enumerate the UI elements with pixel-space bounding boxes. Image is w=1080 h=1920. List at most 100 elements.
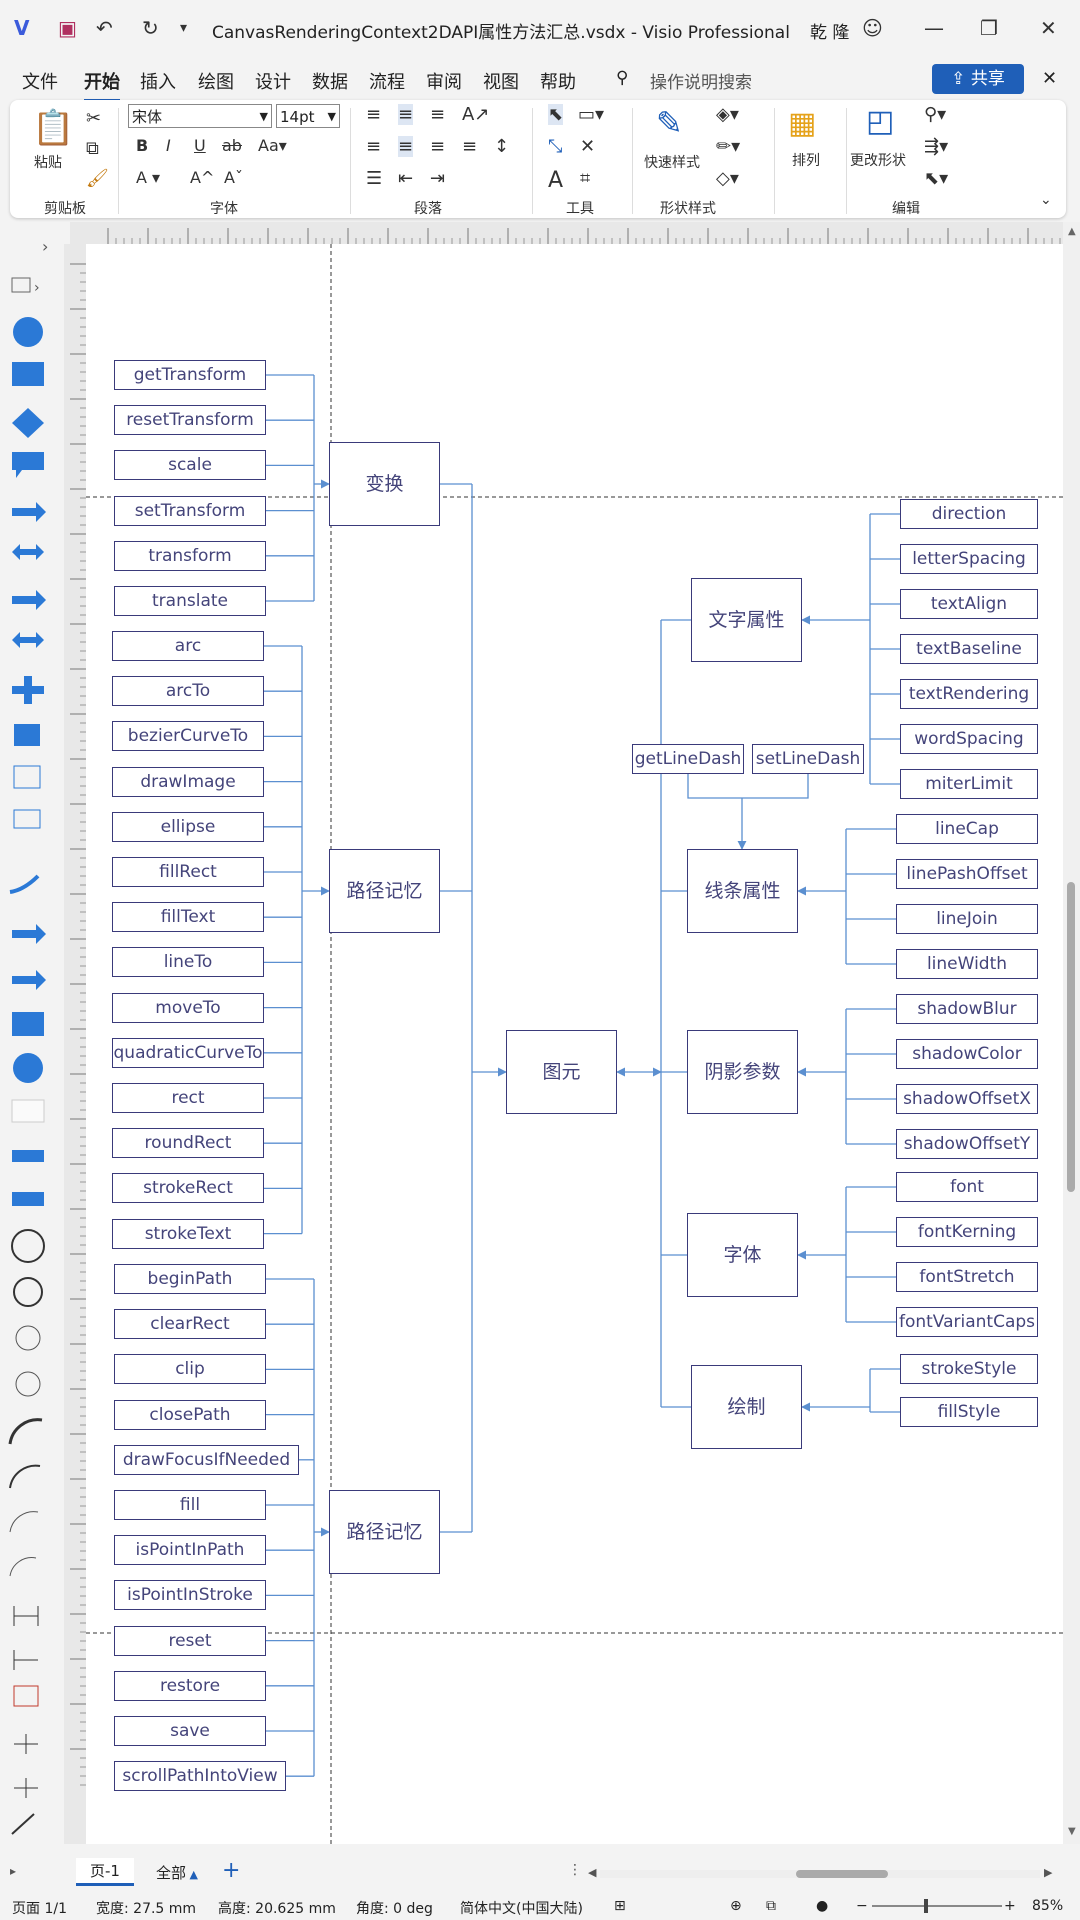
horizontal-ruler[interactable] — [70, 222, 1063, 245]
property-node-wordSpacing[interactable]: wordSpacing — [900, 724, 1038, 754]
zoom-in-icon[interactable]: + — [1004, 1898, 1016, 1914]
redo-icon[interactable]: ↻ — [142, 16, 159, 40]
status-page[interactable]: 页面 1/1 — [12, 1901, 67, 1917]
property-node-setLineDash[interactable]: setLineDash — [752, 744, 864, 774]
tab-view[interactable]: 视图 — [483, 72, 519, 93]
underline-icon[interactable]: U — [194, 136, 206, 155]
tab-design[interactable]: 设计 — [255, 72, 291, 93]
method-node-arcTo[interactable]: arcTo — [112, 676, 264, 707]
font-size-select[interactable]: 14pt▼ — [276, 104, 340, 128]
align-left-icon[interactable]: ≡ — [366, 136, 382, 157]
pointer-tool-icon[interactable]: ⬉ — [548, 104, 564, 125]
save-icon[interactable]: ▣ — [58, 16, 77, 40]
group-node-2[interactable]: 路径记忆 — [329, 1490, 440, 1574]
rectangle-tool-icon[interactable]: ▭▾ — [578, 104, 605, 125]
change-shape-icon[interactable]: ◰ — [866, 104, 895, 139]
method-node-beginPath[interactable]: beginPath — [114, 1264, 266, 1294]
italic-icon[interactable]: I — [166, 136, 171, 155]
method-node-rect[interactable]: rect — [112, 1083, 264, 1113]
method-node-closePath[interactable]: closePath — [114, 1399, 266, 1430]
bullets-icon[interactable]: ☰ — [366, 168, 383, 189]
group-node-0[interactable]: 变换 — [329, 442, 440, 526]
property-node-lineJoin[interactable]: lineJoin — [896, 904, 1038, 934]
group-node-right-1[interactable]: 线条属性 — [687, 849, 798, 933]
justify-icon[interactable]: ≡ — [462, 136, 478, 157]
center-node[interactable]: 图元 — [506, 1030, 617, 1114]
tab-process[interactable]: 流程 — [369, 72, 405, 93]
format-painter-icon[interactable]: 🖌 — [86, 168, 109, 189]
property-node-shadowOffsetX[interactable]: shadowOffsetX — [896, 1084, 1038, 1114]
minimize-icon[interactable]: — — [924, 16, 944, 40]
restore-icon[interactable]: ❐ — [980, 16, 998, 40]
customize-toolbar-icon[interactable]: ▾ — [180, 20, 188, 36]
page-tab[interactable]: 页-1 — [76, 1858, 134, 1886]
copy-icon[interactable]: ⧉ — [86, 138, 99, 159]
group-node-right-2[interactable]: 阴影参数 — [687, 1030, 798, 1114]
method-node-clip[interactable]: clip — [114, 1354, 266, 1385]
tab-draw[interactable]: 绘图 — [198, 72, 234, 93]
change-shape-label[interactable]: 更改形状 — [850, 153, 906, 169]
scroll-left-icon[interactable]: ◀ — [588, 1866, 597, 1879]
method-node-fillText[interactable]: fillText — [112, 902, 264, 933]
quick-styles-icon[interactable]: ✎ — [656, 104, 683, 142]
text-direction-icon[interactable]: A↗ — [462, 104, 490, 125]
method-node-roundRect[interactable]: roundRect — [112, 1128, 264, 1159]
text-tool-icon[interactable]: A — [548, 168, 564, 193]
scroll-down-icon[interactable]: ▼ — [1068, 1826, 1076, 1837]
more-options-icon[interactable]: ⋮ — [568, 1862, 582, 1878]
method-node-isPointInPath[interactable]: isPointInPath — [114, 1535, 266, 1566]
quick-styles-label[interactable]: 快速样式 — [644, 155, 700, 171]
property-node-fillStyle[interactable]: fillStyle — [900, 1397, 1038, 1427]
method-node-drawImage[interactable]: drawImage — [112, 766, 264, 797]
scroll-up-icon[interactable]: ▲ — [1068, 226, 1076, 237]
method-node-transform[interactable]: transform — [114, 540, 266, 571]
method-node-lineTo[interactable]: lineTo — [112, 947, 264, 978]
paste-icon[interactable]: 📋 — [32, 108, 75, 148]
property-node-shadowBlur[interactable]: shadowBlur — [896, 994, 1038, 1024]
zoom-level[interactable]: 85% — [1032, 1898, 1064, 1914]
method-node-fill[interactable]: fill — [114, 1490, 266, 1520]
tab-home[interactable]: 开始 — [84, 68, 120, 102]
tab-insert[interactable]: 插入 — [140, 72, 176, 93]
tab-file[interactable]: 文件 — [22, 72, 58, 93]
cut-icon[interactable]: ✂ — [86, 108, 102, 129]
add-page-icon[interactable]: + — [222, 1858, 241, 1883]
all-pages-button[interactable]: 全部 ▲ — [156, 1862, 198, 1883]
decrease-font-icon[interactable]: Aˇ — [224, 168, 243, 187]
method-node-translate[interactable]: translate — [114, 586, 266, 616]
vertical-ruler[interactable] — [64, 244, 87, 1844]
effects-icon[interactable]: ◇▾ — [716, 168, 739, 189]
share-button[interactable]: ⇪ 共享 — [932, 64, 1024, 94]
find-icon[interactable]: ⚲▾ — [924, 104, 947, 125]
font-name-select[interactable]: 宋体▼ — [128, 104, 272, 128]
zoom-out-icon[interactable]: − — [856, 1898, 868, 1914]
property-node-shadowColor[interactable]: shadowColor — [896, 1039, 1038, 1069]
increase-font-icon[interactable]: A^ — [190, 168, 215, 187]
connection-point-icon[interactable]: ✕ — [580, 136, 596, 157]
select-icon[interactable]: ⬉▾ — [924, 168, 949, 189]
increase-indent-icon[interactable]: ⇥ — [430, 168, 446, 189]
property-node-shadowOffsetY[interactable]: shadowOffsetY — [896, 1129, 1038, 1159]
property-node-font[interactable]: font — [896, 1172, 1038, 1202]
method-node-drawFocusIfNeeded[interactable]: drawFocusIfNeeded — [114, 1444, 299, 1475]
bold-icon[interactable]: B — [136, 136, 149, 155]
property-node-textAlign[interactable]: textAlign — [900, 589, 1038, 619]
zoom-slider[interactable] — [872, 1899, 1002, 1913]
property-node-fontVariantCaps[interactable]: fontVariantCaps — [896, 1307, 1038, 1337]
property-node-direction[interactable]: direction — [900, 499, 1038, 529]
close-ribbon-icon[interactable]: ✕ — [1042, 68, 1058, 89]
method-node-scrollPathIntoView[interactable]: scrollPathIntoView — [114, 1761, 286, 1792]
arrange-label[interactable]: 排列 — [792, 153, 820, 169]
arrange-icon[interactable]: ▦ — [788, 106, 817, 141]
fill-icon[interactable]: ◈▾ — [716, 104, 739, 125]
page-nav-icon[interactable]: ▸ — [10, 1864, 17, 1878]
user-name[interactable]: 乾 隆 — [810, 23, 850, 43]
group-node-right-0[interactable]: 文字属性 — [691, 578, 802, 662]
zoom-slider-thumb[interactable] — [924, 1899, 928, 1913]
method-node-fillRect[interactable]: fillRect — [112, 857, 264, 887]
property-node-fontKerning[interactable]: fontKerning — [896, 1217, 1038, 1247]
avatar[interactable]: ☺ — [862, 16, 883, 40]
method-node-resetTransform[interactable]: resetTransform — [114, 405, 266, 436]
property-node-letterSpacing[interactable]: letterSpacing — [900, 544, 1038, 574]
